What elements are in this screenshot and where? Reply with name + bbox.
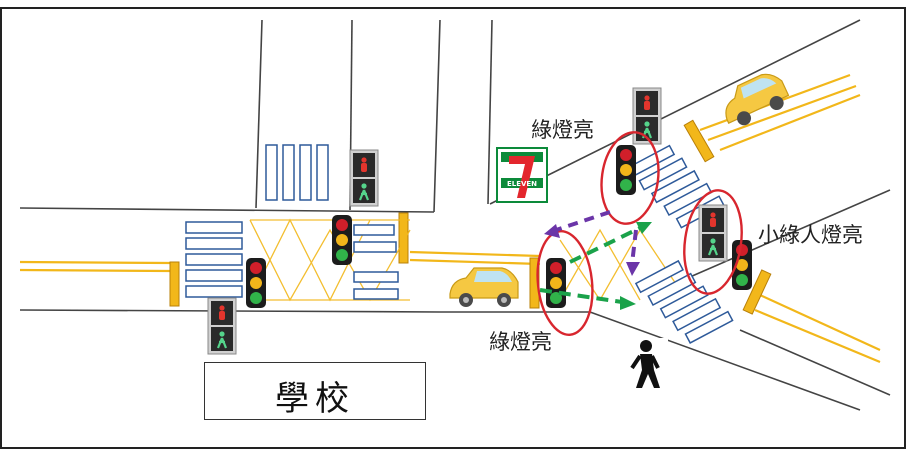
highlight-circles (536, 131, 743, 336)
purple-arrows (544, 210, 640, 276)
pedestrian-light-center (348, 148, 380, 208)
pedestrian-light-left (206, 296, 238, 356)
traffic-light-top-right (616, 145, 636, 195)
school-building: 學校 (204, 362, 426, 420)
crosswalks (185, 144, 734, 344)
seven-eleven-text: ELEVEN (507, 180, 537, 188)
header-fragment (0, 0, 330, 8)
yellow-lane-lines (19, 73, 881, 364)
pedestrian-green-label: 小綠人燈亮 (758, 223, 863, 247)
pedestrian-icon (622, 338, 668, 390)
stop-bars (169, 119, 772, 315)
green-light-label-bottom: 綠燈亮 (489, 330, 552, 354)
pedestrian-light-right (697, 203, 729, 263)
traffic-light-front (546, 258, 566, 308)
green-arrows (539, 222, 652, 310)
traffic-light-left (246, 258, 266, 308)
traffic-light-center (332, 215, 352, 265)
car-left (449, 267, 519, 307)
green-light-label-top: 綠燈亮 (531, 118, 594, 142)
car-top-right (725, 73, 790, 126)
figure-border (0, 7, 906, 449)
pedestrian-light-top (631, 86, 663, 146)
school-label: 學校 (275, 379, 355, 419)
seven-eleven-logo: ELEVEN (496, 147, 548, 203)
